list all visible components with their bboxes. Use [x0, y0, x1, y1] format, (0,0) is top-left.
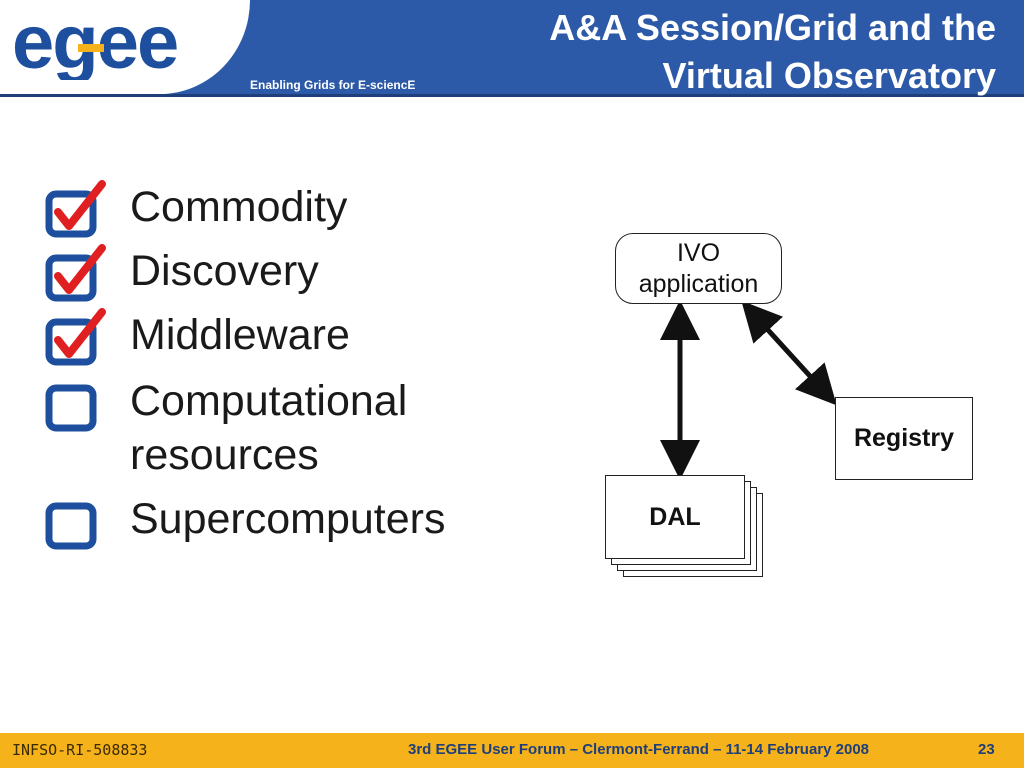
logo-accent — [78, 44, 104, 52]
checklist-label: Commodity — [130, 183, 348, 231]
ivo-application-label: IVO application — [638, 238, 759, 298]
footer-bar: INFSO-RI-508833 3rd EGEE User Forum – Cl… — [0, 733, 1024, 768]
checkbox-icon — [45, 308, 106, 366]
checkbox-icon — [45, 384, 97, 432]
checkbox-icon — [44, 180, 108, 245]
header-divider — [0, 94, 1024, 97]
checkbox-icon — [45, 180, 106, 238]
slide-title: A&A Session/Grid and the Virtual Observa… — [436, 4, 996, 100]
footer-project-id: INFSO-RI-508833 — [12, 741, 148, 759]
red-checkmark-icon — [54, 244, 106, 294]
red-checkmark-icon — [54, 308, 106, 358]
arrow-ivo-registry — [741, 300, 837, 406]
page-number: 23 — [978, 741, 995, 758]
checklist-label: Middleware — [130, 311, 350, 359]
checkbox-icon — [45, 502, 97, 550]
checkbox-icon — [44, 308, 108, 373]
checklist-label: Supercomputers — [130, 495, 446, 543]
dal-label: DAL — [649, 502, 701, 531]
checkbox-frame — [45, 318, 97, 366]
tagline: Enabling Grids for E-sciencE — [250, 78, 416, 92]
checklist-label: Computational resources — [130, 377, 408, 479]
checkbox-icon — [44, 244, 108, 309]
red-checkmark-icon — [54, 180, 106, 230]
diagram-arrows — [660, 300, 837, 480]
checklist-label: Discovery — [130, 247, 319, 295]
checkbox-icon — [44, 374, 108, 439]
checkbox-frame — [45, 190, 97, 238]
checkbox-icon — [45, 244, 106, 302]
checkbox-frame — [45, 384, 97, 432]
ivo-application-node: IVO application — [615, 233, 782, 304]
checkbox-frame — [45, 502, 97, 550]
dal-node: DAL — [605, 475, 745, 559]
checkbox-frame — [45, 254, 97, 302]
registry-node: Registry — [835, 397, 973, 480]
egee-logo: egee — [12, 10, 179, 80]
slide-title-line1: A&A Session/Grid and the — [549, 7, 996, 48]
slide-title-line2: Virtual Observatory — [662, 55, 996, 96]
footer-event: 3rd EGEE User Forum – Clermont-Ferrand –… — [408, 741, 870, 758]
ivo-diagram: IVO application Registry DAL — [590, 220, 990, 590]
checkbox-icon — [44, 492, 108, 557]
registry-label: Registry — [853, 424, 955, 452]
logo-panel: egee — [0, 0, 250, 94]
